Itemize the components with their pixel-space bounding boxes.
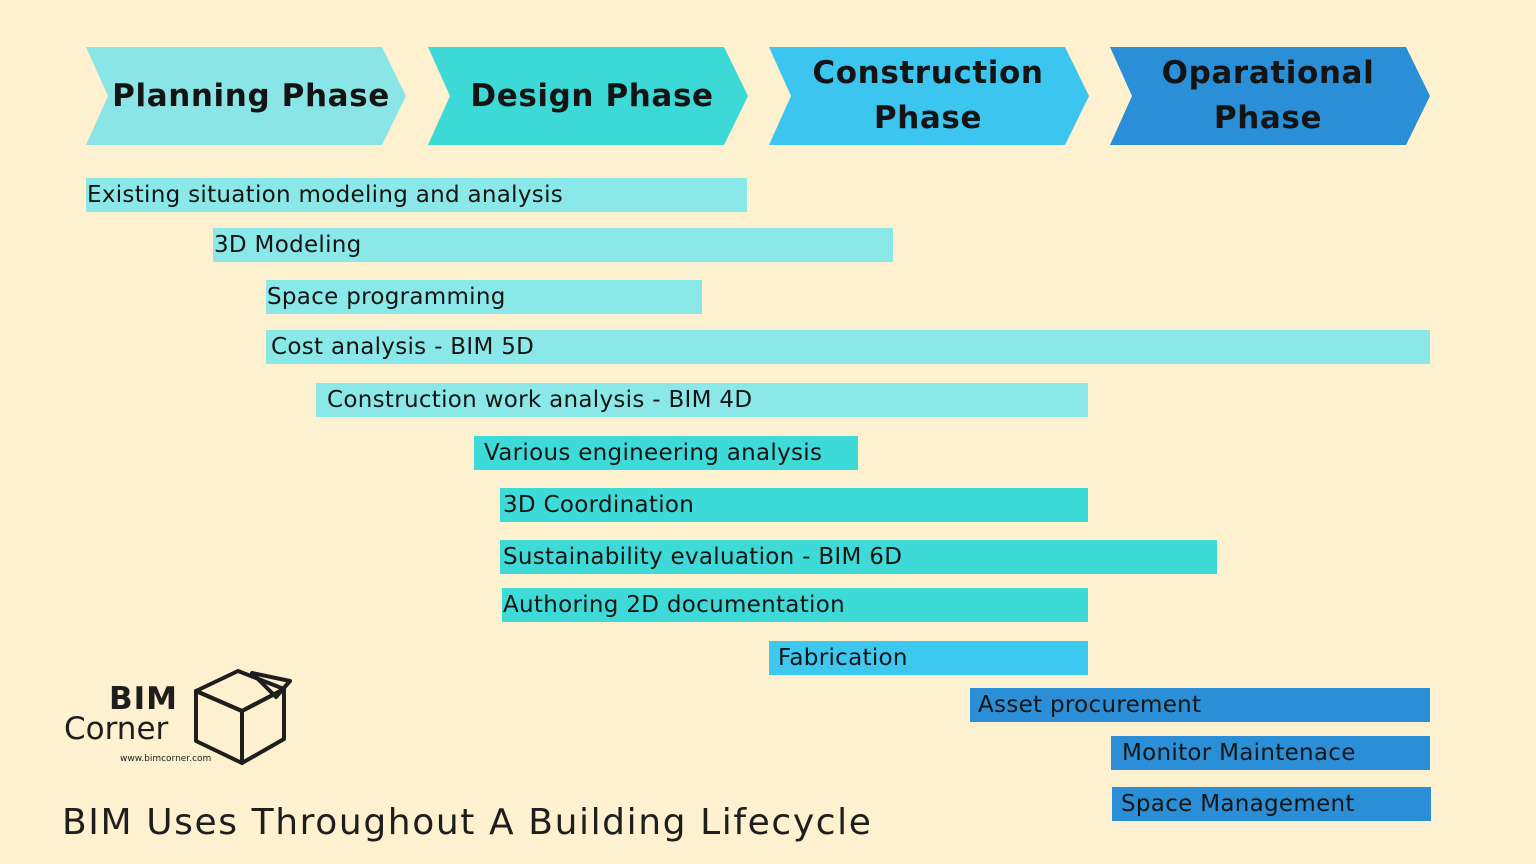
phase-chevron-shape [428, 47, 748, 145]
use-bar-label: Construction work analysis - BIM 4D [327, 387, 753, 413]
use-bar-label: Cost analysis - BIM 5D [271, 334, 535, 360]
use-bar-fabrication: Fabrication [769, 641, 1088, 675]
logo-wordmark-corner: Corner [64, 711, 169, 747]
phase-chevron-shape [86, 47, 406, 145]
use-bar-asset-procurement: Asset procurement [970, 688, 1430, 722]
logo-url: www.bimcorner.com [120, 754, 212, 764]
use-bar-authoring-2d: Authoring 2D documentation [502, 588, 1088, 622]
use-bar-label: Various engineering analysis [484, 440, 823, 466]
use-bar-label: Monitor Maintenace [1122, 740, 1356, 766]
phase-operational: Oparational Phase [1110, 47, 1430, 145]
use-bar-space-management: Space Management [1112, 787, 1431, 821]
use-bar-label: 3D Modeling [214, 232, 362, 258]
use-bar-label: Existing situation modeling and analysis [87, 182, 564, 208]
phase-chevron-shape [769, 47, 1089, 145]
logo-wordmark-bim: BIM [109, 681, 179, 717]
use-bar-existing-situation: Existing situation modeling and analysis [86, 178, 747, 212]
use-bar-3d-modeling: 3D Modeling [213, 228, 893, 262]
phase-label: Planning Phase [112, 77, 390, 114]
phase-label: Design Phase [470, 77, 714, 114]
use-bar-label: 3D Coordination [503, 492, 695, 518]
phase-planning: Planning Phase [86, 47, 406, 145]
phase-design: Design Phase [428, 47, 748, 145]
use-bar-3d-coordination: 3D Coordination [500, 488, 1088, 522]
use-bar-label: Space Management [1121, 791, 1355, 817]
use-bar-label: Asset procurement [978, 692, 1202, 718]
phase-chevron-shape [1110, 47, 1430, 145]
use-bar-cost-analysis: Cost analysis - BIM 5D [266, 330, 1430, 364]
use-bar-label: Space programming [267, 284, 506, 310]
bim-corner-logo: BIM Corner www.bimcorner.com [62, 665, 302, 775]
use-bar-label: Sustainability evaluation - BIM 6D [503, 544, 903, 570]
use-bar-engineering-analysis: Various engineering analysis [474, 436, 858, 470]
use-bar-construction-work-analysis: Construction work analysis - BIM 4D [316, 383, 1088, 417]
phase-construction: Construction Phase [769, 47, 1089, 145]
use-bar-monitor-maintenance: Monitor Maintenace [1111, 736, 1430, 770]
use-bar-label: Authoring 2D documentation [503, 592, 845, 618]
use-bar-space-programming: Space programming [266, 280, 702, 314]
phase-label: Construction Phase [812, 55, 1044, 136]
use-bar-sustainability-evaluation: Sustainability evaluation - BIM 6D [500, 540, 1217, 574]
page-title: BIM Uses Throughout A Building Lifecycle [62, 802, 873, 843]
use-bar-label: Fabrication [778, 645, 908, 671]
box-icon [194, 669, 292, 765]
phase-label: Oparational Phase [1161, 55, 1375, 136]
